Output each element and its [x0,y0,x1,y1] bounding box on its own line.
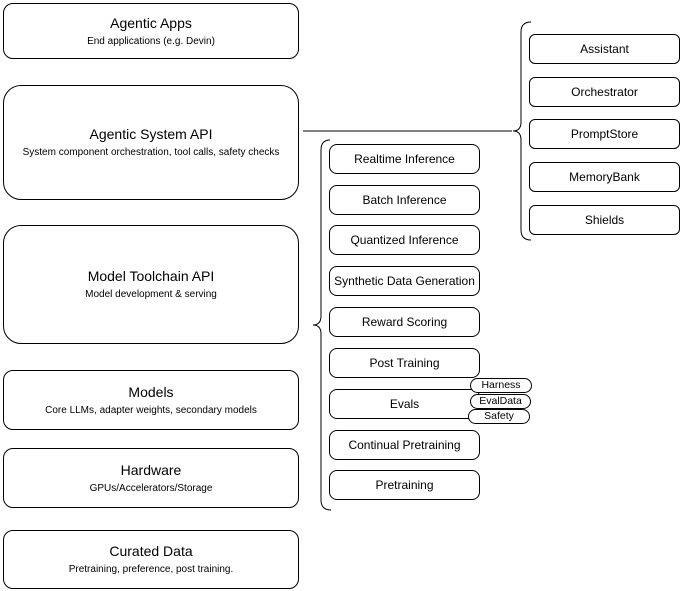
node-title: Agentic System API [89,126,213,142]
component-orchestrator: Orchestrator [529,77,680,107]
node-models: Models Core LLMs, adapter weights, secon… [3,370,299,430]
component-shields: Shields [529,205,680,235]
node-curated-data: Curated Data Pretraining, preference, po… [3,530,299,589]
node-title: Agentic Apps [110,14,192,31]
node-title: Model Toolchain API [87,268,215,284]
service-quantized-inference: Quantized Inference [329,225,480,255]
tag-safety: Safety [468,409,530,424]
node-subtitle: Model development & serving [85,289,217,300]
component-promptstore: PromptStore [529,119,680,149]
service-reward-scoring: Reward Scoring [329,307,480,337]
node-title: Curated Data [109,543,193,559]
service-pretraining: Pretraining [329,470,480,500]
node-subtitle: End applications (e.g. Devin) [87,35,215,47]
node-agentic-system-api: Agentic System API System component orch… [3,85,299,200]
node-hardware: Hardware GPUs/Accelerators/Storage [3,448,299,508]
node-subtitle: Core LLMs, adapter weights, secondary mo… [45,404,257,416]
service-batch-inference: Batch Inference [329,185,480,215]
component-assistant: Assistant [529,34,680,64]
component-memorybank: MemoryBank [529,162,680,192]
node-model-toolchain-api: Model Toolchain API Model development & … [3,225,299,344]
node-title: Models [128,383,174,400]
tag-evaldata: EvalData [470,394,531,409]
node-subtitle: Pretraining, preference, post training. [68,564,234,575]
node-subtitle: System component orchestration, tool cal… [22,147,280,158]
tag-harness: Harness [470,378,532,393]
node-agentic-apps: Agentic Apps End applications (e.g. Devi… [3,3,299,59]
service-realtime-inference: Realtime Inference [329,144,480,174]
service-synthetic-data-generation: Synthetic Data Generation [329,266,480,296]
node-title: Hardware [120,461,182,478]
service-post-training: Post Training [329,348,480,378]
service-evals: Evals [329,389,480,419]
node-subtitle: GPUs/Accelerators/Storage [89,482,213,494]
service-continual-pretraining: Continual Pretraining [329,430,480,460]
